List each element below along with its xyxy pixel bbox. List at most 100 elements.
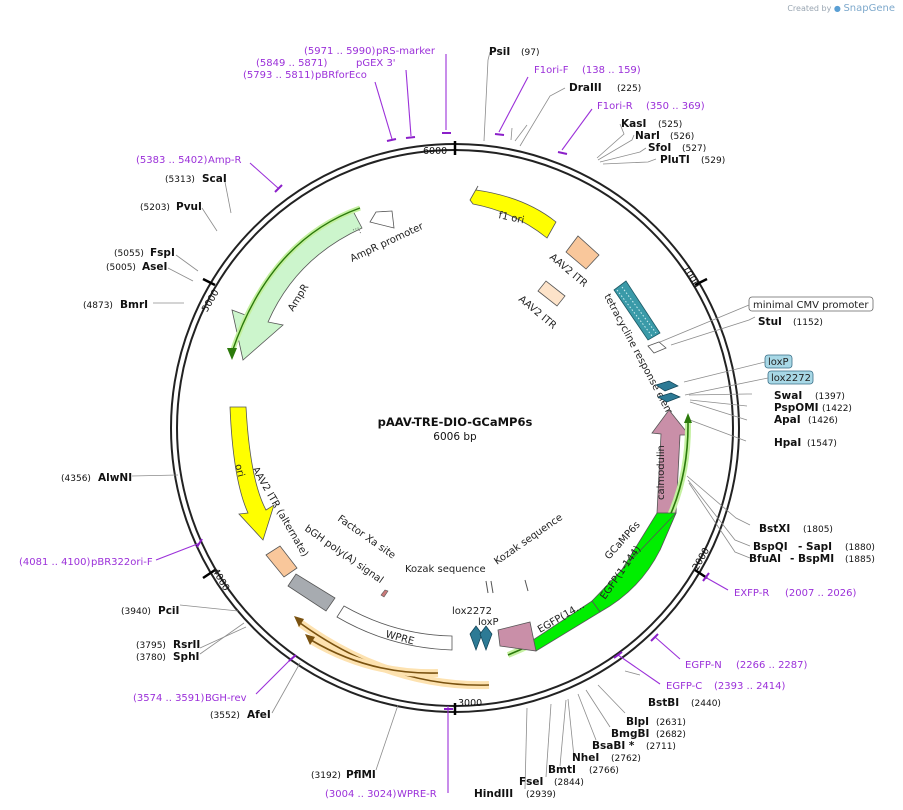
primer-wpre-r-range: (3004 .. 3024) [325, 789, 397, 800]
primer-pbr322ori-f: pBR322ori-F [91, 557, 153, 568]
loxp-inner-label: loxP [478, 617, 499, 628]
enzyme-pcii: PciI [158, 605, 179, 617]
enzyme-bstxi-pos: (1805) [803, 525, 833, 535]
kozak-label-1: Kozak sequence [405, 564, 486, 575]
enzyme-nhei: NheI [572, 752, 599, 764]
enzyme-bstbi: BstBI [648, 697, 679, 709]
enzyme-bmgbi: BmgBI [611, 728, 649, 740]
primer-egfp-c-range: (2393 .. 2414) [714, 681, 786, 692]
enzyme-blpi-pos: (2631) [656, 718, 686, 728]
enzyme-bmti-pos: (2766) [589, 766, 619, 776]
primer-pgex3: pGEX 3' [356, 58, 396, 69]
primer-pgex3-range: (5849 .. 5871) [256, 58, 328, 69]
bgh-label: bGH poly(A) signal [302, 523, 385, 586]
tick-4000: 4000 [210, 567, 232, 593]
primer-bgh-rev-range: (3574 .. 3591) [133, 693, 205, 704]
wpre-arc-inner [310, 639, 439, 674]
enzyme-kasi-pos: (525) [658, 120, 682, 130]
enzyme-sfoi-pos: (527) [682, 144, 706, 154]
enzyme-bmri: BmrI [120, 299, 148, 311]
enzyme-fsei: FseI [519, 776, 543, 788]
enzyme-pflmi-pos: (3192) [311, 771, 341, 781]
enzyme-bfuai: BfuAI [749, 553, 781, 565]
primer-egfp-n-range: (2266 .. 2287) [736, 660, 808, 671]
feature-ori: ori [229, 406, 275, 541]
tick-2000: 2000 [691, 546, 713, 572]
primer-prs-marker-range: (5971 .. 5990) [304, 46, 376, 57]
primer-pbrforeco: pBRforEco [315, 70, 367, 81]
loxp-box [764, 354, 793, 369]
enzyme-asei-pos: (5005) [106, 263, 136, 273]
enzyme-bspqi: BspQI [753, 541, 788, 553]
enzyme-rsrii: RsrII [173, 639, 200, 651]
enzyme-blpi: BlpI [626, 716, 649, 728]
enzyme-stui: StuI [758, 316, 782, 328]
snapgene-logo-text: SnapGene [843, 3, 895, 14]
enzyme-hindiii-pos: (2939) [526, 790, 556, 800]
tick-marks [202, 141, 708, 715]
feature-wpre: WPRE [336, 605, 453, 651]
primer-amp-r: Amp-R [208, 155, 242, 166]
enzyme-psii-pos: (97) [521, 48, 539, 58]
tick-6000: 6000 [423, 146, 447, 157]
feature-kozak: Kozak sequence Kozak sequence [405, 512, 565, 594]
enzyme-scai-pos: (5313) [165, 175, 195, 185]
enzyme-draiii-pos: (225) [617, 84, 641, 94]
feature-egfp: EGFP(1-144) EGFP(14... [497, 512, 677, 652]
enzyme-bfuai-pos: (1885) [845, 555, 875, 565]
enzyme-pspomi: PspOMI [774, 402, 819, 414]
enzyme-sphi: SphI [173, 651, 199, 663]
primer-bgh-rev: BGH-rev [205, 693, 247, 704]
enzyme-rsrii-pos: (3795) [136, 641, 166, 651]
enzyme-nhei-pos: (2762) [611, 754, 641, 764]
feature-aav2-itr: AAV2 ITR AAV2 ITR [516, 235, 600, 332]
enzyme-sphi-pos: (3780) [136, 653, 166, 663]
snapgene-branding: Created by ● SnapGene [787, 3, 895, 14]
primer-f1ori-f-range: (138 .. 159) [582, 65, 641, 76]
gcamp6s-arrowhead [684, 413, 692, 423]
primer-amp-r-range: (5383 .. 5402) [136, 155, 208, 166]
primer-egfp-n: EGFP-N [685, 660, 722, 671]
feature-f1ori: f1 ori [469, 185, 557, 239]
enzyme-bstxi: BstXI [759, 523, 790, 535]
enzyme-swai: SwaI [774, 390, 802, 402]
primer-exfp-r: EXFP-R [734, 588, 769, 599]
feature-tre: tetracycline response element [601, 280, 683, 432]
primer-pbrforeco-range: (5793 .. 5811) [243, 70, 315, 81]
primer-prs-marker: pRS-marker [376, 46, 436, 57]
primer-marks [155, 54, 729, 793]
feature-lox-right [655, 380, 681, 403]
calmodulin-label: calmodulin [656, 445, 667, 500]
enzyme-pluti-pos: (529) [701, 156, 725, 166]
primer-f1ori-r-range: (350 .. 369) [646, 101, 705, 112]
tick-5000: 5000 [200, 288, 222, 314]
enzyme-pflmi: PflMI [346, 769, 376, 781]
boxed-labels: minimal CMV promoter loxP lox2272 [647, 296, 874, 396]
enzyme-bstbi-pos: (2440) [691, 699, 721, 709]
enzyme-pvui: PvuI [176, 201, 202, 213]
enzyme-alwni-pos: (4356) [61, 474, 91, 484]
enzyme-bmri-pos: (4873) [83, 301, 113, 311]
min-cmv-box [748, 296, 874, 312]
enzyme-fspi-pos: (5055) [114, 249, 144, 259]
enzyme-pcii-pos: (3940) [121, 607, 151, 617]
plasmid-length: 6006 bp [433, 431, 477, 443]
snapgene-logo-icon: ● [833, 4, 841, 13]
enzyme-psii: PsiI [489, 46, 510, 58]
kozak-label-2: Kozak sequence [492, 512, 564, 567]
enzyme-labels: PsiI (97) DraIII (225) KasI (525) NarI (… [61, 46, 875, 800]
enzyme-asei: AseI [142, 261, 167, 273]
enzyme-fsei-pos: (2844) [554, 778, 584, 788]
enzyme-kasi: KasI [621, 118, 646, 130]
primer-exfp-r-range: (2007 .. 2026) [785, 588, 857, 599]
enzyme-hpai: HpaI [774, 437, 801, 449]
wpre-arrowhead-inner [305, 634, 315, 645]
enzyme-scai: ScaI [202, 173, 227, 185]
primer-egfp-c: EGFP-C [666, 681, 702, 692]
ampr-label: AmpR [286, 282, 311, 313]
min-cmv-label: minimal CMV promoter [753, 300, 869, 311]
primer-wpre-r: WPRE-R [397, 789, 437, 800]
enzyme-hpai-pos: (1547) [807, 439, 837, 449]
